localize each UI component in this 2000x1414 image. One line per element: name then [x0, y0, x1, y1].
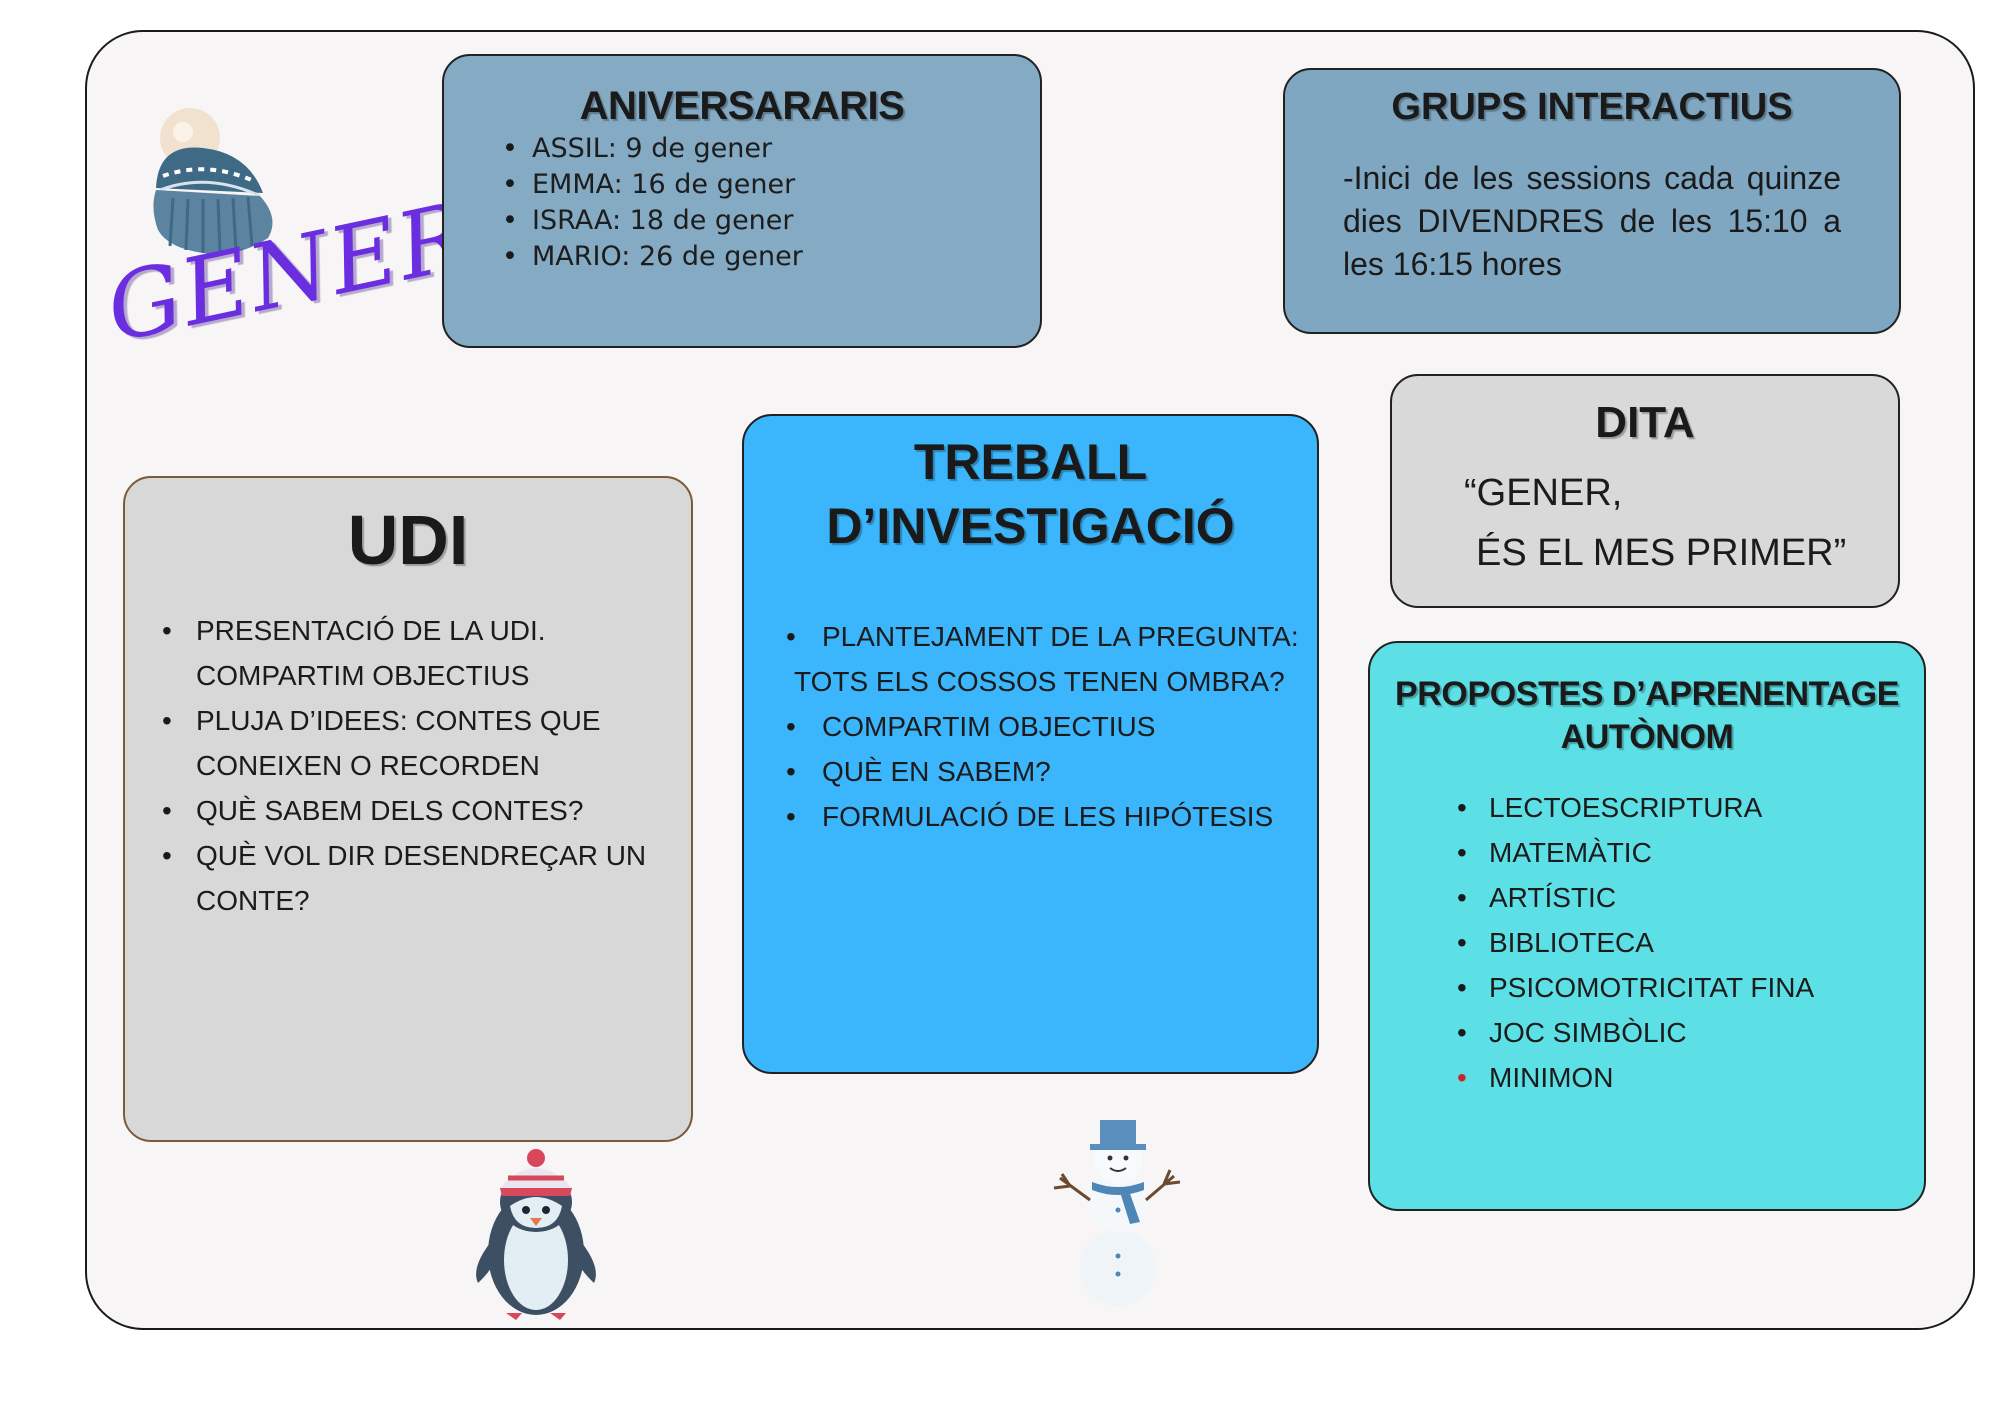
autonomous-learning-list: LECTOESCRIPTURA MATEMÀTIC ARTÍSTIC BIBLI…	[1457, 785, 1924, 1100]
autonomous-learning-title-line-2: AUTÒNOM	[1560, 718, 1734, 756]
list-item: MATEMÀTIC	[1457, 830, 1924, 875]
winter-hat-icon	[153, 108, 273, 254]
autonomous-learning-title: PROPOSTES D’APRENENTAGE AUTÒNOM	[1370, 673, 1924, 759]
list-item: MINIMON	[1457, 1055, 1924, 1100]
udi-list: PRESENTACIÓ DE LA UDI. COMPARTIM OBJECTI…	[162, 608, 671, 923]
saying-line-2: ÉS EL MES PRIMER”	[1476, 532, 1847, 574]
list-item: QUÈ EN SABEM?	[786, 749, 1301, 794]
saying-card: DITA “GENER, ÉS EL MES PRIMER”	[1390, 374, 1900, 608]
list-item: BIBLIOTECA	[1457, 920, 1924, 965]
autonomous-learning-title-line-1: PROPOSTES D’APRENENTAGE	[1394, 675, 1900, 713]
list-item: ASSIL: 9 de gener	[502, 131, 1040, 167]
research-title-line-2: D’INVESTIGACIÓ	[826, 498, 1235, 554]
list-item: COMPARTIM OBJECTIUS	[786, 704, 1301, 749]
list-item: PLANTEJAMENT DE LA PREGUNTA:	[786, 614, 1301, 659]
birthdays-title: ANIVERSARARIS	[579, 84, 905, 128]
research-list: PLANTEJAMENT DE LA PREGUNTA: TOTS ELS CO…	[786, 614, 1301, 839]
udi-card: UDI PRESENTACIÓ DE LA UDI. COMPARTIM OBJ…	[123, 476, 693, 1142]
list-item: JOC SIMBÒLIC	[1457, 1010, 1924, 1055]
list-item: ISRAA: 18 de gener	[502, 203, 1040, 239]
list-item: QUÈ SABEM DELS CONTES?	[162, 788, 671, 833]
list-item: LECTOESCRIPTURA	[1457, 785, 1924, 830]
list-item: PRESENTACIÓ DE LA UDI. COMPARTIM OBJECTI…	[162, 608, 671, 698]
research-title: TREBALL D’INVESTIGACIÓ	[744, 430, 1317, 558]
saying-title: DITA	[1595, 398, 1695, 447]
list-item: EMMA: 16 de gener	[502, 167, 1040, 203]
interactive-groups-card: GRUPS INTERACTIUS -Inici de les sessions…	[1283, 68, 1901, 334]
saying-line-1: “GENER,	[1464, 472, 1623, 514]
interactive-groups-title: GRUPS INTERACTIUS	[1391, 86, 1793, 128]
list-item: QUÈ VOL DIR DESENDREÇAR UN CONTE?	[162, 833, 671, 923]
list-item: FORMULACIÓ DE LES HIPÓTESIS	[786, 794, 1301, 839]
list-item: PSICOMOTRICITAT FINA	[1457, 965, 1924, 1010]
snowman-icon	[1053, 1120, 1181, 1306]
interactive-groups-text: -Inici de les sessions cada quinze dies …	[1343, 160, 1841, 282]
research-title-line-1: TREBALL	[913, 434, 1148, 490]
research-card: TREBALL D’INVESTIGACIÓ PLANTEJAMENT DE L…	[742, 414, 1319, 1074]
udi-title: UDI	[347, 501, 469, 579]
list-item: MARIO: 26 de gener	[502, 239, 1040, 275]
autonomous-learning-card: PROPOSTES D’APRENENTAGE AUTÒNOM LECTOESC…	[1368, 641, 1926, 1211]
list-item-continuation: TOTS ELS COSSOS TENEN OMBRA?	[794, 666, 1285, 697]
list-item: ARTÍSTIC	[1457, 875, 1924, 920]
birthdays-list: ASSIL: 9 de gener EMMA: 16 de gener ISRA…	[502, 131, 1040, 275]
penguin-icon	[476, 1149, 596, 1320]
birthdays-card: ANIVERSARARIS ASSIL: 9 de gener EMMA: 16…	[442, 54, 1042, 348]
list-item: PLUJA D’IDEES: CONTES QUE CONEIXEN O REC…	[162, 698, 671, 788]
